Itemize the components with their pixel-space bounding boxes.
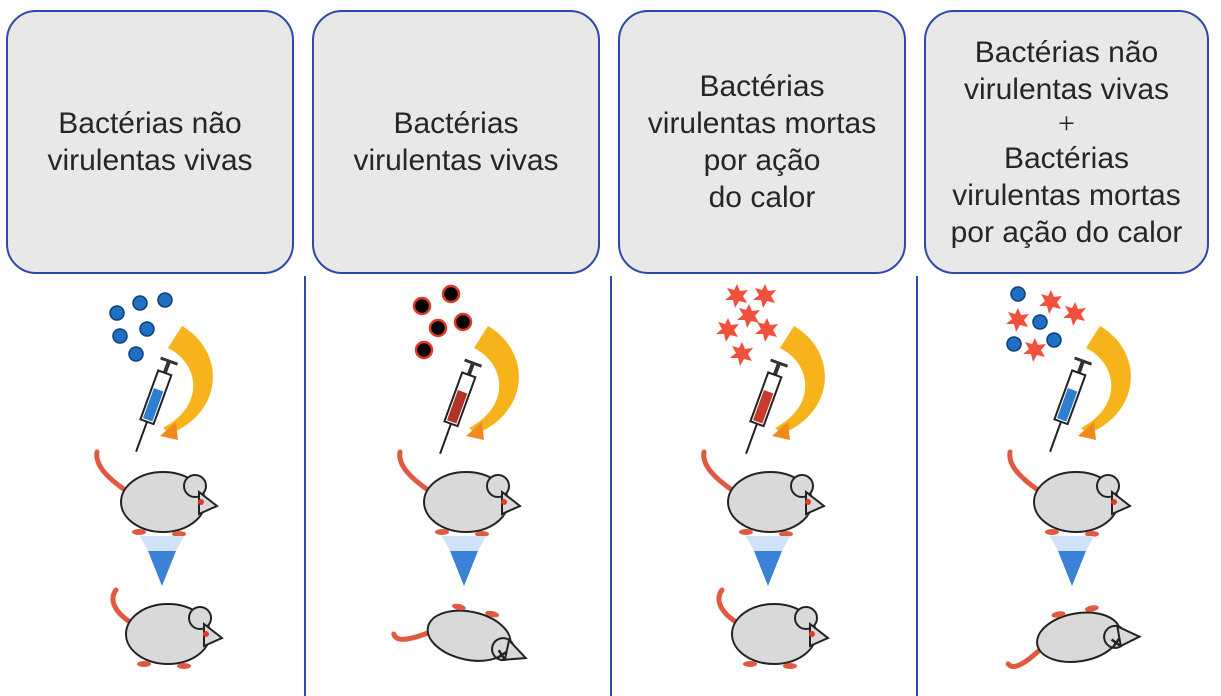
plus-sign: + [1058,106,1075,140]
label-line: virulentas vivas [47,144,253,177]
dead-bacterium [1023,338,1046,362]
experiment-illustration-1 [94,292,224,669]
live-bacterium [1032,314,1048,330]
label-line: Bactérias [393,107,519,140]
live-bacterium [109,305,125,321]
live-bacterium [1006,336,1022,352]
panel-2: Bactérias virulentas vivas [306,0,610,696]
live-bacterium [157,292,173,308]
label-line: do calor [708,181,816,214]
label-box-3: Bactérias virulentas mortas por ação do … [618,10,906,274]
virulent-bacterium [441,284,461,304]
dead-bacterium [730,342,753,366]
dead-bacterium [1039,290,1062,314]
down-arrow-icon [1058,551,1086,586]
experiment-illustration-2 [391,284,528,662]
live-bacterium [112,328,128,344]
transfer-arrow-head [160,422,178,440]
dead-mouse-icon [1005,605,1142,669]
label-line: Bactérias não [974,35,1159,69]
dead-bacterium [737,304,760,328]
label-box-2: Bactérias virulentas vivas [312,10,600,274]
experiment-illustration-3 [701,284,830,669]
syringe-icon [135,356,179,453]
down-arrow-top [1050,536,1094,551]
down-arrow-icon [148,551,176,586]
label-line: Bactérias [699,70,825,103]
label-line: virulentas mortas [647,107,877,140]
bacteria-cluster [412,284,473,360]
dead-eye-icon [496,649,508,661]
panel-4: Bactérias não virulentas vivas + Bactéri… [918,0,1221,696]
label-line: virulentas vivas [963,72,1170,106]
down-arrow-top [442,536,486,551]
transfer-arrow [469,326,519,434]
label-line: Bactérias [1003,141,1130,175]
bacteria-cluster [716,284,778,366]
dead-bacterium [755,318,778,342]
bacteria-cluster [109,292,173,362]
experiment-illustration-4 [1005,286,1142,669]
virulent-bacterium [414,340,434,360]
panel-divider [916,276,918,696]
live-bacterium [139,321,155,337]
injected-mouse-icon [94,449,219,537]
live-bacterium [1010,286,1026,302]
dead-bacterium [725,284,748,308]
down-arrow-top [140,536,184,551]
dead-bacterium [1063,302,1086,326]
live-bacterium [128,346,144,362]
panel-divider [304,276,306,696]
dead-eye-icon [1110,637,1122,649]
dead-bacterium [1006,308,1029,332]
syringe-icon [1049,356,1093,453]
label-line: por ação do calor [950,215,1183,249]
transfer-arrow-head [1078,422,1096,440]
label-line: virulentas vivas [353,144,559,177]
injected-mouse-icon [1007,449,1132,537]
injected-mouse-icon [701,449,826,537]
syringe-icon [439,358,483,455]
label-line: Bactérias não [58,107,242,140]
dead-bacterium [716,318,739,342]
live-bacterium [132,295,148,311]
transfer-arrow-head [466,422,484,440]
label-line: por ação [703,144,821,177]
injected-mouse-icon [397,449,522,537]
dead-mouse-icon [391,603,528,662]
panel-3: Bactérias virulentas mortas por ação do … [612,0,916,696]
down-arrow-icon [754,551,782,586]
label-box-4: Bactérias não virulentas vivas + Bactéri… [924,10,1209,274]
label-line: virulentas mortas [952,178,1181,212]
transfer-arrow [163,326,213,434]
panel-divider [610,276,612,696]
live-bacterium [1046,332,1062,348]
transfer-arrow [775,326,825,434]
virulent-bacterium [428,318,448,338]
label-box-1: Bactérias não virulentas vivas [6,10,294,274]
down-arrow-icon [450,551,478,586]
transfer-arrow [1081,326,1131,434]
syringe-icon [745,358,789,455]
virulent-bacterium [412,296,432,316]
alive-mouse-icon [110,587,224,669]
virulent-bacterium [453,312,473,332]
bacteria-cluster [1006,286,1086,362]
dead-bacterium [753,284,776,308]
transfer-arrow-head [772,422,790,440]
panel-1: Bactérias não virulentas vivas [0,0,304,696]
alive-mouse-icon [716,587,830,669]
down-arrow-top [746,536,790,551]
